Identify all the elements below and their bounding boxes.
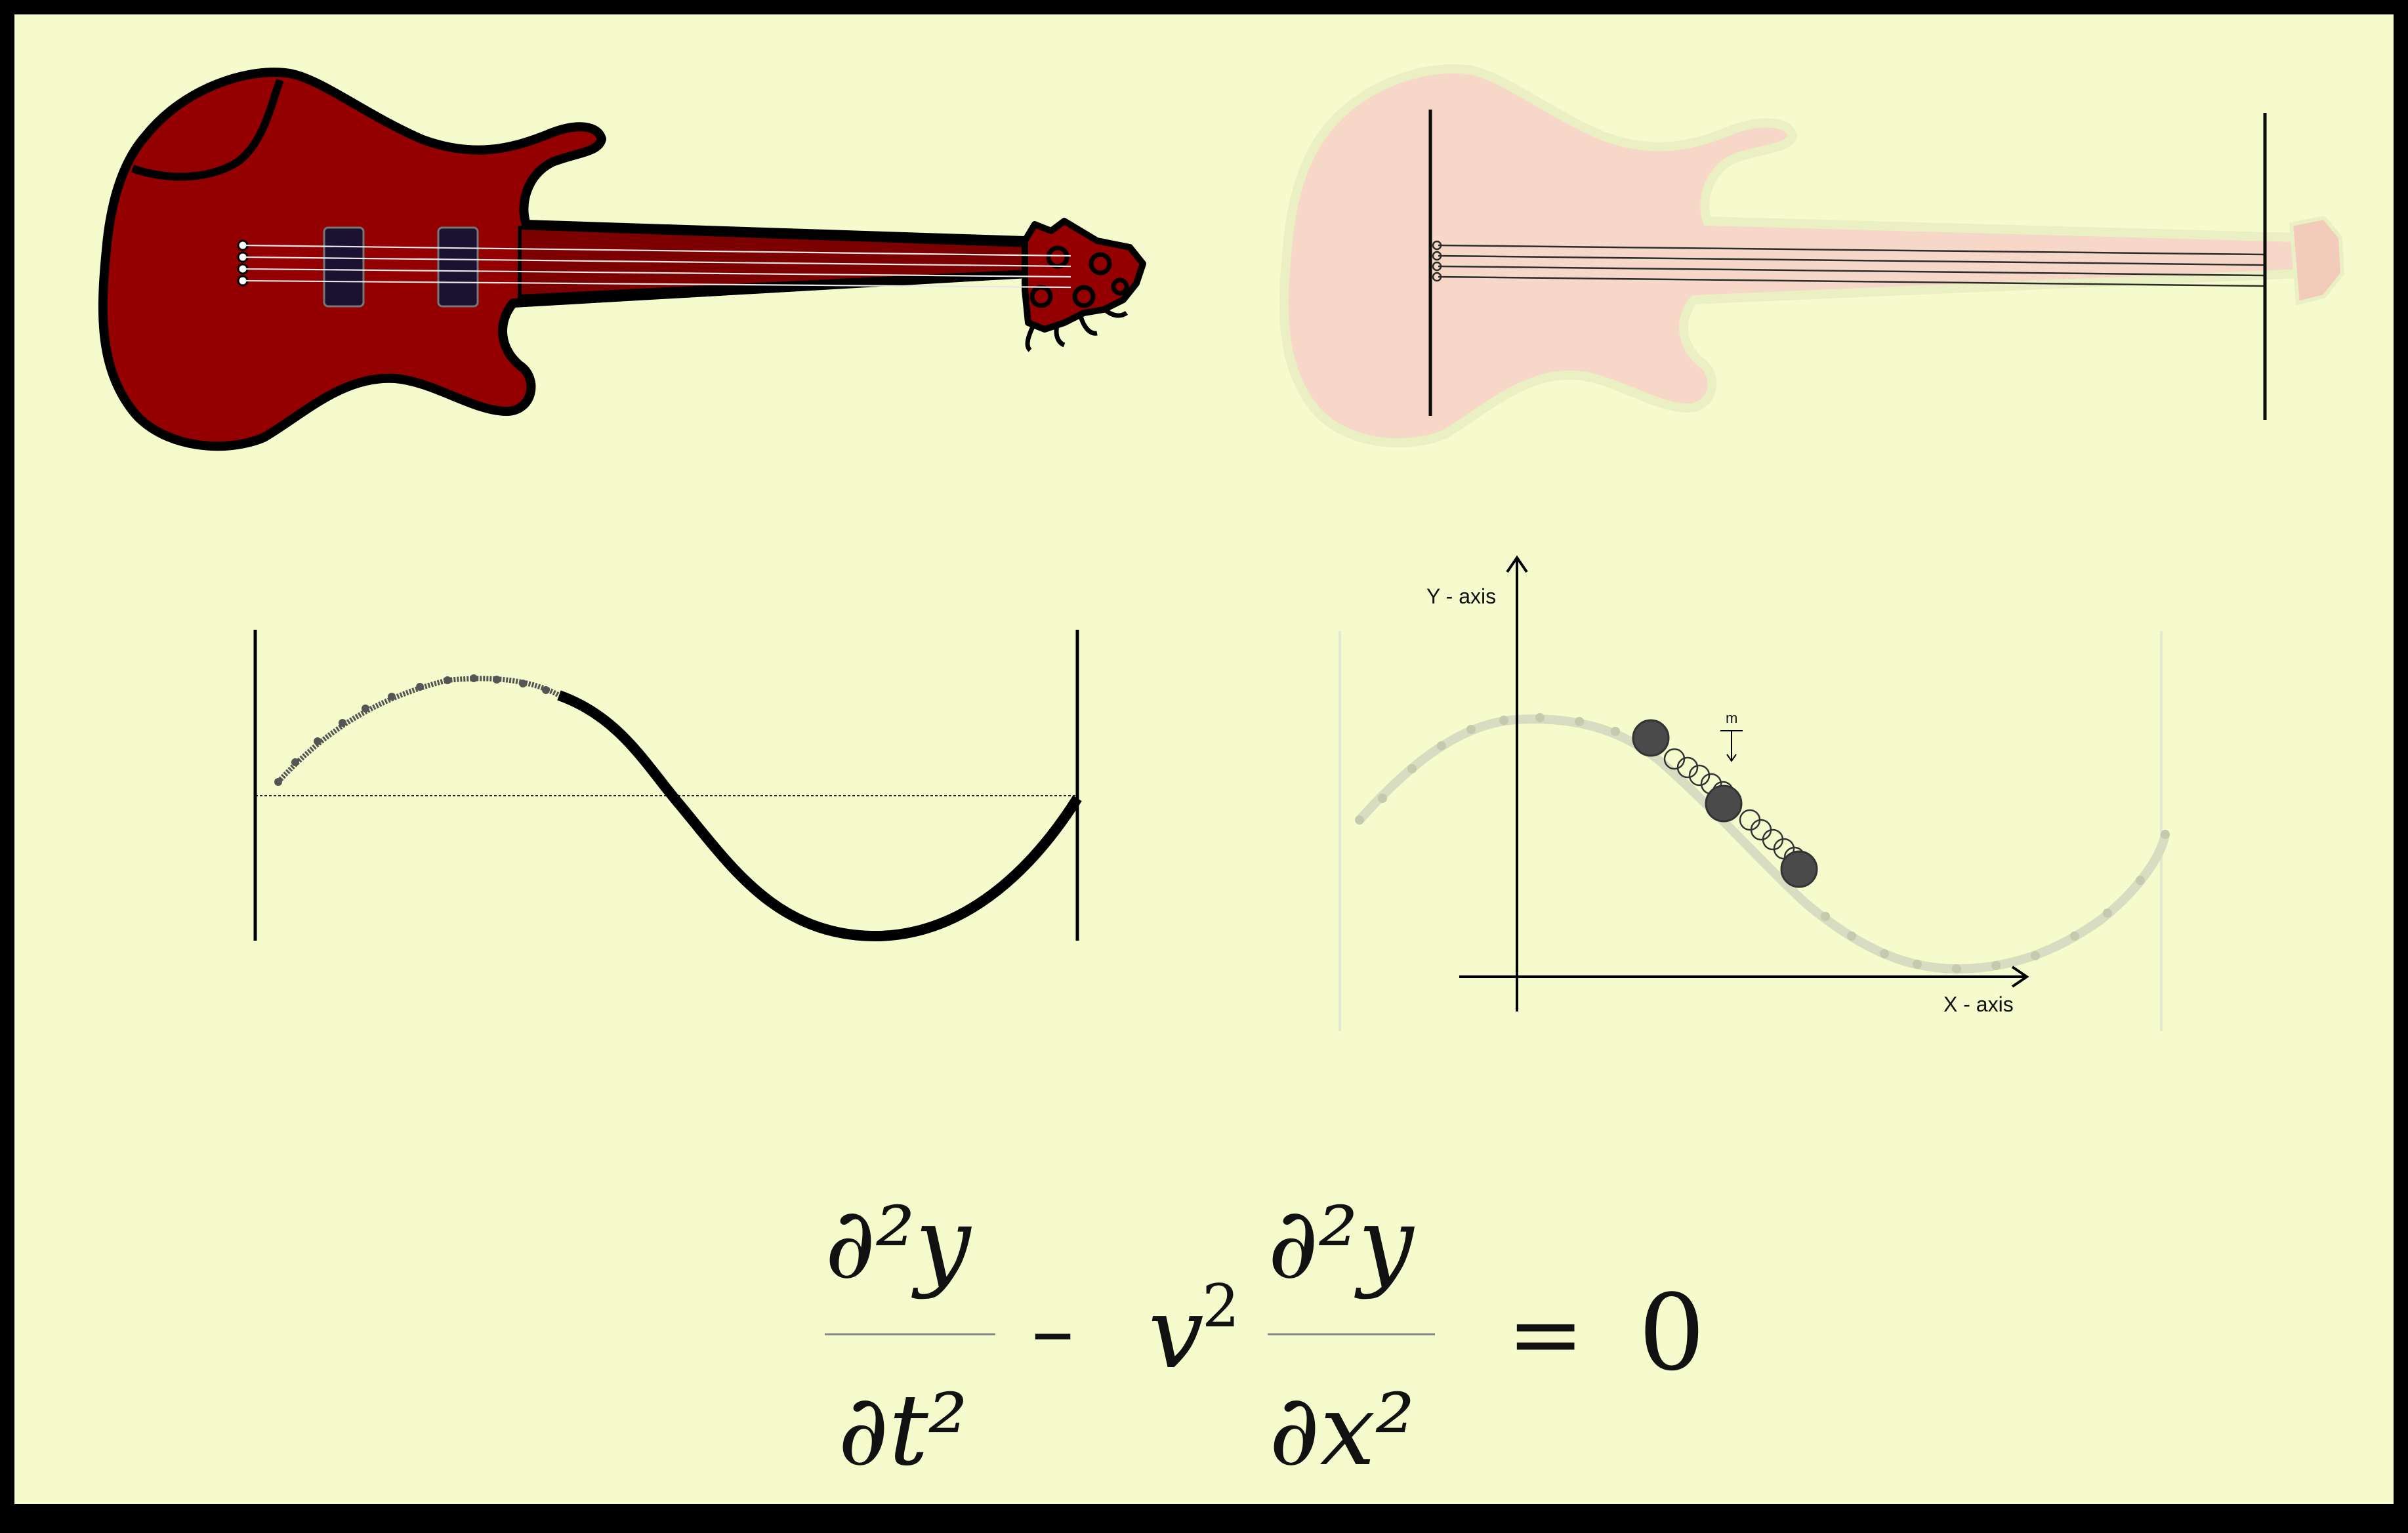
faded-guitar-strings bbox=[1438, 244, 2266, 287]
wave-beaded-segment bbox=[276, 676, 560, 784]
x-axis-arrow bbox=[2011, 966, 2029, 988]
faded-wave bbox=[1356, 714, 2170, 974]
eq-term2-numerator: ∂²y bbox=[1268, 1187, 1415, 1301]
x-axis-label: X - axis bbox=[1943, 992, 2014, 1016]
string-wave-panel bbox=[253, 630, 1082, 942]
y-axis-arrow bbox=[1506, 555, 1528, 573]
eq-coefficient: v bbox=[1148, 1277, 1204, 1391]
pickup-neck bbox=[323, 226, 365, 308]
wave-equation: ∂²y ∂t² – v 2 ∂²y ∂x² = 0 bbox=[825, 1187, 1705, 1488]
eq-term2-denominator: ∂x² bbox=[1269, 1374, 1415, 1488]
eq-coefficient-exponent: 2 bbox=[1202, 1272, 1239, 1341]
red-guitar-illustration bbox=[98, 68, 1146, 451]
mass-3 bbox=[1780, 850, 1818, 888]
red-guitar-strings bbox=[245, 244, 1071, 289]
red-guitar-tuners bbox=[1025, 245, 1129, 352]
mass-2 bbox=[1705, 785, 1743, 823]
y-axis-label: Y - axis bbox=[1426, 584, 1496, 608]
mass-label: m bbox=[1726, 710, 1737, 726]
wave-thick-segment bbox=[557, 690, 1082, 942]
eq-term1-numerator: ∂²y bbox=[825, 1187, 972, 1301]
eq-term1-denominator: ∂t² bbox=[838, 1374, 968, 1488]
eq-rhs: 0 bbox=[1638, 1271, 1705, 1394]
eq-minus: – bbox=[1031, 1280, 1074, 1380]
faded-beads bbox=[1355, 713, 2170, 973]
mass-spring-panel: Y - axis X - axis m bbox=[1339, 555, 2170, 1031]
diagram-svg: Y - axis X - axis m ∂²y ∂t² – v 2 ∂²y ∂x… bbox=[98, 64, 2345, 1488]
red-guitar-bridge-pegs bbox=[237, 239, 249, 287]
eq-equals: = bbox=[1507, 1281, 1584, 1388]
wave-beads bbox=[274, 674, 550, 786]
red-guitar-bevel bbox=[131, 78, 284, 181]
pickup-bridge bbox=[437, 226, 479, 308]
faded-guitar-body bbox=[1279, 64, 2306, 448]
mass-1 bbox=[1632, 719, 1670, 757]
faded-guitar-illustration bbox=[1279, 64, 2345, 448]
